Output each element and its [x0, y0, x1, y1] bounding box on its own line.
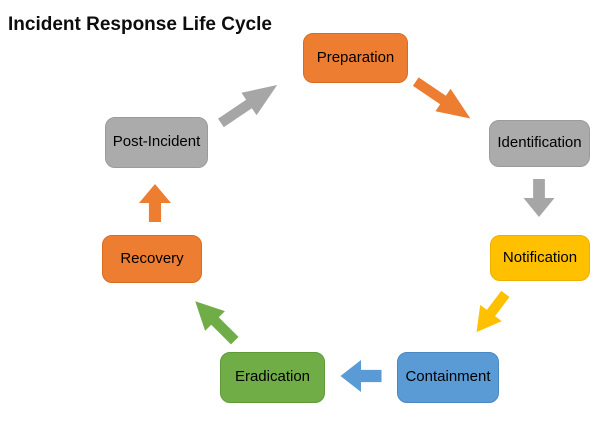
cycle-node-preparation: Preparation: [303, 33, 408, 83]
cycle-node-label: Preparation: [316, 48, 395, 66]
cycle-node-notification: Notification: [490, 235, 590, 281]
cycle-node-label: Notification: [502, 248, 578, 266]
arrow-post-incident-to-preparation-icon: [213, 74, 284, 134]
cycle-node-label: Eradication: [234, 368, 311, 386]
arrow-containment-to-eradication-icon: [341, 360, 382, 392]
page-title: Incident Response Life Cycle: [8, 14, 272, 35]
arrow-preparation-to-identification-icon: [408, 70, 478, 129]
cycle-node-label: Post-Incident: [112, 133, 201, 151]
cycle-node-label: Containment: [405, 368, 491, 386]
arrow-recovery-to-post-incident-icon: [139, 184, 171, 222]
arrow-eradication-to-recovery-icon: [185, 291, 244, 350]
cycle-node-label: Identification: [497, 134, 582, 152]
cycle-node-eradication: Eradication: [220, 352, 325, 403]
cycle-node-identification: Identification: [489, 120, 590, 167]
arrow-identification-to-notification-icon: [524, 179, 555, 217]
cycle-node-recovery: Recovery: [102, 235, 202, 283]
cycle-node-label: Recovery: [120, 249, 184, 267]
cycle-node-post-incident: Post-Incident: [105, 117, 208, 168]
cycle-node-containment: Containment: [397, 352, 499, 403]
arrow-notification-to-containment-icon: [466, 286, 516, 341]
